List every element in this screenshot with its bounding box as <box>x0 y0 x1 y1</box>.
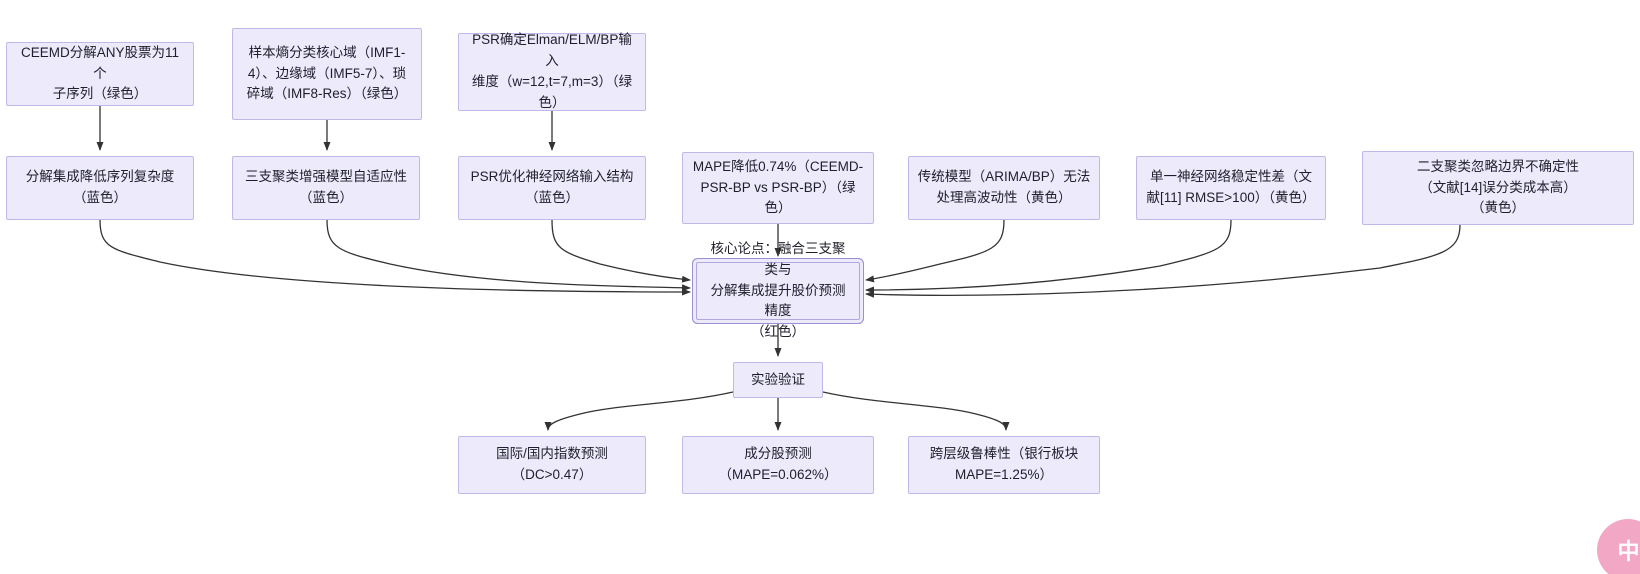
node-sample-entropy-classify[interactable]: 样本熵分类核心域（IMF1- 4）、边缘域（IMF5-7）、琐 碎域（IMF8-… <box>232 28 422 120</box>
node-label: 样本熵分类核心域（IMF1- 4）、边缘域（IMF5-7）、琐 碎域（IMF8-… <box>246 44 408 102</box>
node-label: 二支聚类忽略边界不确定性 （文献[14]误分类成本高） （黄色） <box>1417 158 1579 216</box>
node-label: 跨层级鲁棒性（银行板块 MAPE=1.25%） <box>929 446 1079 482</box>
node-label: CEEMD分解ANY股票为11个 子序列（绿色） <box>20 44 180 102</box>
watermark-text: 中 <box>1617 539 1639 564</box>
node-single-nn-instability[interactable]: 单一神经网络稳定性差（文 献[11] RMSE>100）（黄色） <box>1136 156 1326 220</box>
node-mape-reduction-evidence[interactable]: MAPE降低0.74%（CEEMD- PSR-BP vs PSR-BP）（绿 色… <box>682 152 874 224</box>
node-core-thesis[interactable]: 核心论点：融合三支聚类与 分解集成提升股价预测精度 （红色） <box>696 241 860 339</box>
node-label: PSR确定Elman/ELM/BP输入 维度（w=12,t=7,m=3）（绿 色… <box>471 32 633 110</box>
node-label: 成分股预测 （MAPE=0.062%） <box>718 446 838 482</box>
node-label: 分解集成降低序列复杂度 （蓝色） <box>25 169 175 205</box>
node-experiment-validation[interactable]: 实验验证 <box>733 362 823 398</box>
node-label: 单一神经网络稳定性差（文 献[11] RMSE>100）（黄色） <box>1146 169 1316 205</box>
edge-n8-core <box>865 219 1005 283</box>
edge-n4-core <box>99 219 691 296</box>
node-label: 传统模型（ARIMA/BP）无法 处理高波动性（黄色） <box>917 169 1091 205</box>
node-ceemd-decompose[interactable]: CEEMD分解ANY股票为11个 子序列（绿色） <box>6 42 194 106</box>
node-label: 实验验证 <box>751 371 805 387</box>
site-watermark: 中 <box>1597 519 1640 574</box>
node-traditional-model-limitation[interactable]: 传统模型（ARIMA/BP）无法 处理高波动性（黄色） <box>908 156 1100 220</box>
node-constituent-stock-result[interactable]: 成分股预测 （MAPE=0.062%） <box>682 436 874 494</box>
node-decompose-reduce-complexity[interactable]: 分解集成降低序列复杂度 （蓝色） <box>6 156 194 220</box>
edge-exp-r1 <box>544 391 734 431</box>
node-index-forecast-result[interactable]: 国际/国内指数预测 （DC>0.47） <box>458 436 646 494</box>
node-psr-optimize-nn-input[interactable]: PSR优化神经网络输入结构 （蓝色） <box>458 156 646 220</box>
edge-exp-r3 <box>822 391 1010 431</box>
node-cross-level-robustness-result[interactable]: 跨层级鲁棒性（银行板块 MAPE=1.25%） <box>908 436 1100 494</box>
edge-n10-core <box>865 224 1461 298</box>
node-label: PSR优化神经网络输入结构 （蓝色） <box>470 169 634 205</box>
edge-n5-core <box>326 219 691 292</box>
node-label: MAPE降低0.74%（CEEMD- PSR-BP vs PSR-BP）（绿 色… <box>692 158 864 216</box>
edge-n9-core <box>865 219 1232 294</box>
node-two-way-clustering-limitation[interactable]: 二支聚类忽略边界不确定性 （文献[14]误分类成本高） （黄色） <box>1362 151 1634 225</box>
node-label: 核心论点：融合三支聚类与 分解集成提升股价预测精度 （红色） <box>710 240 846 340</box>
edge-n6-core <box>551 219 691 283</box>
node-three-way-clustering-adaptive[interactable]: 三支聚类增强模型自适应性 （蓝色） <box>232 156 420 220</box>
node-label: 三支聚类增强模型自适应性 （蓝色） <box>245 169 407 205</box>
node-psr-input-dimension[interactable]: PSR确定Elman/ELM/BP输入 维度（w=12,t=7,m=3）（绿 色… <box>458 32 646 111</box>
node-label: 国际/国内指数预测 （DC>0.47） <box>496 446 608 482</box>
